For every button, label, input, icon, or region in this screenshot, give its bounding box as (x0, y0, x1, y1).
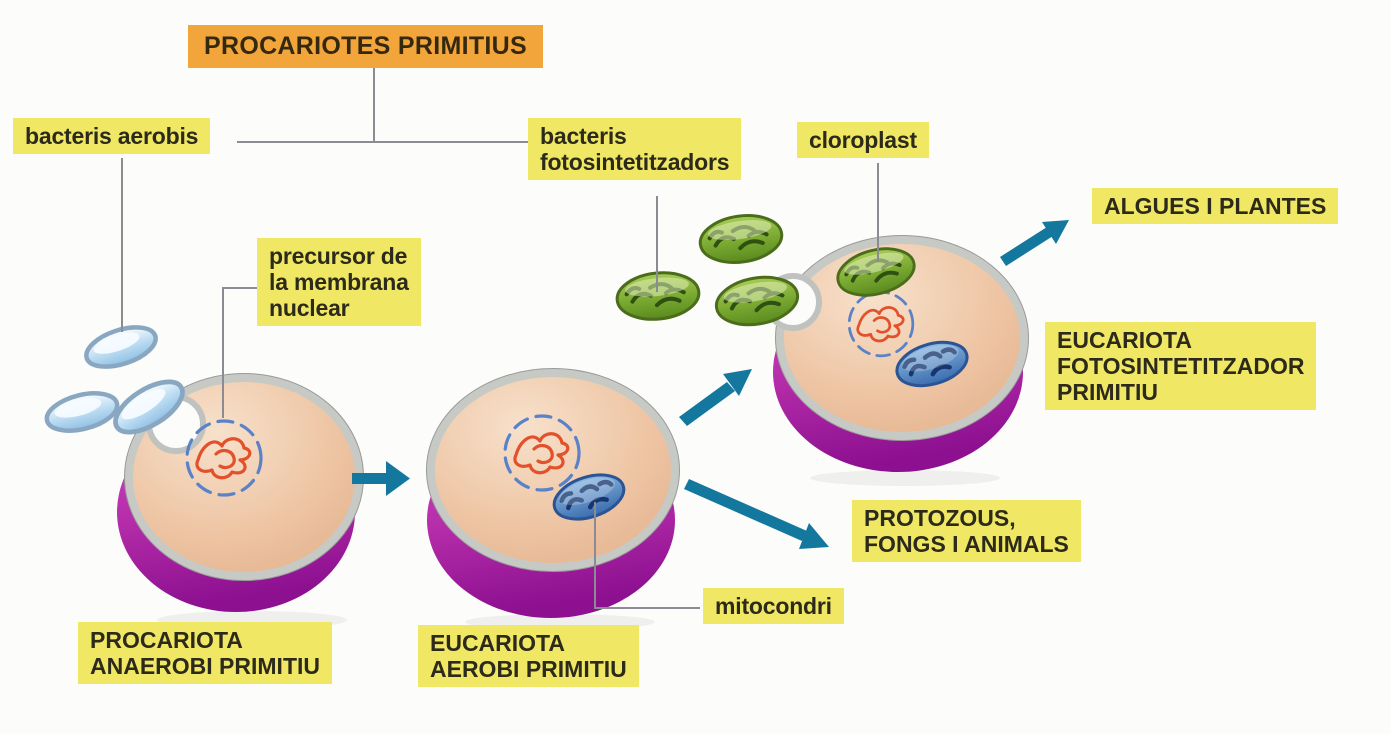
label-precursor-membrana-nuclear: precursor de la membrana nuclear (257, 238, 421, 326)
arrow-cell1-to-cell2 (352, 461, 410, 496)
label-protozous-fongs-i-animals: PROTOZOUS, FONGS I ANIMALS (852, 500, 1081, 562)
arrow-cell2-to-protozous (684, 479, 829, 549)
label-bacteris-fotosintetitzadors: bacteris fotosintetitzadors (528, 118, 742, 180)
connector-precursor (222, 287, 258, 418)
label-mitocondri: mitocondri (703, 588, 844, 624)
arrow-cell2-to-cell3 (679, 369, 752, 426)
photosynthetic-bacterium-icon (695, 208, 787, 270)
label-procariota-anaerobi-primitiu: PROCARIOTA ANAEROBI PRIMITIU (78, 622, 332, 684)
connector-mitocondri (594, 502, 700, 609)
title-procariotes-primitius: PROCARIOTES PRIMITIUS (188, 25, 543, 68)
cell-shadow (810, 470, 1000, 486)
cell-top-face (427, 369, 679, 571)
label-cloroplast: cloroplast (797, 122, 929, 158)
cell-eucariota-aerobi (426, 368, 680, 630)
aerobic-bacterium-icon (43, 387, 121, 437)
cell-procariota-anaerobi (117, 373, 364, 629)
label-algues-i-plantes: ALGUES I PLANTES (1092, 188, 1339, 224)
cell-top-face (776, 236, 1028, 440)
label-bacteris-aerobis: bacteris aerobis (13, 118, 211, 154)
flow-arrows (352, 220, 1069, 549)
label-eucariota-fotosintetitzador-primitiu: EUCARIOTA FOTOSINTETITZADOR PRIMITIU (1045, 322, 1317, 410)
label-eucariota-aerobi-primitiu: EUCARIOTA AEROBI PRIMITIU (418, 625, 639, 687)
callout-connectors (121, 66, 879, 609)
arrow-cell3-to-algues (1000, 220, 1069, 266)
